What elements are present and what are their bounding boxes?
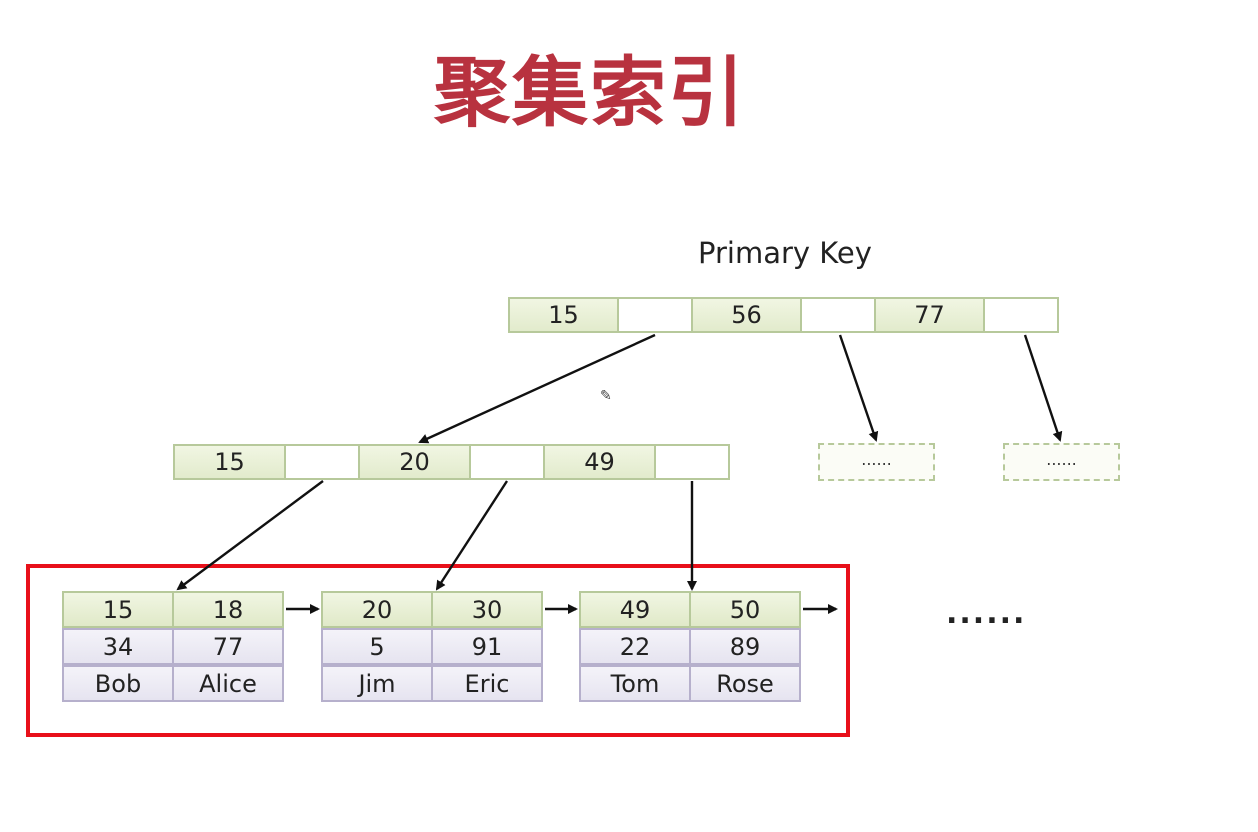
leaf-key: 49 xyxy=(579,591,691,628)
leaf-key: 15 xyxy=(62,591,174,628)
placeholder-node: ...... xyxy=(818,443,935,481)
root-key: 77 xyxy=(874,297,985,333)
placeholder-node: ...... xyxy=(1003,443,1120,481)
internal-pointer xyxy=(284,444,360,480)
leaf-name: Eric xyxy=(431,665,543,702)
root-pointer xyxy=(617,297,693,333)
root-node: 15 56 77 xyxy=(508,297,1059,333)
leaf-value: 77 xyxy=(172,628,284,665)
leaf-key: 30 xyxy=(431,591,543,628)
arrow-root-to-placeholder xyxy=(1023,334,1063,442)
leaf-name: Alice xyxy=(172,665,284,702)
leaf-key: 20 xyxy=(321,591,433,628)
leaf-value: 22 xyxy=(579,628,691,665)
leaf-name: Bob xyxy=(62,665,174,702)
arrow-root-to-internal xyxy=(418,333,656,444)
leaf-key: 18 xyxy=(172,591,284,628)
root-key: 56 xyxy=(691,297,802,333)
leaf-highlight-box xyxy=(26,564,850,737)
internal-node: 15 20 49 xyxy=(173,444,730,480)
primary-key-label: Primary Key xyxy=(698,236,872,270)
internal-key: 15 xyxy=(173,444,286,480)
root-key: 15 xyxy=(508,297,619,333)
page-title: 聚集索引 xyxy=(434,48,746,137)
leaf-name: Rose xyxy=(689,665,801,702)
leaf-value: 91 xyxy=(431,628,543,665)
leaf-value: 89 xyxy=(689,628,801,665)
leaf-value: 34 xyxy=(62,628,174,665)
leaf-value: 5 xyxy=(321,628,433,665)
arrow-internal-to-leaf xyxy=(176,480,324,591)
internal-pointer xyxy=(469,444,545,480)
arrow-root-to-placeholder xyxy=(838,334,879,442)
root-pointer xyxy=(800,297,876,333)
more-ellipsis: ...... xyxy=(946,596,1027,631)
internal-pointer xyxy=(654,444,730,480)
leaf-name: Jim xyxy=(321,665,433,702)
pen-cursor-icon: ✎ xyxy=(600,388,612,404)
leaf-name: Tom xyxy=(579,665,691,702)
internal-key: 49 xyxy=(543,444,656,480)
root-pointer xyxy=(983,297,1059,333)
arrow-internal-to-leaf xyxy=(435,480,509,591)
leaf-key: 50 xyxy=(689,591,801,628)
